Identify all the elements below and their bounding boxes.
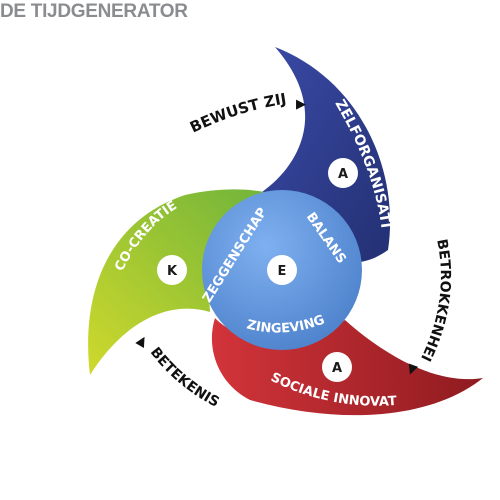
svg-text:A: A [332,361,342,376]
blade-blue [262,47,391,263]
badge-green: K [157,255,187,285]
arrow-top-icon: ▶ [296,97,306,112]
badge-blue: A [328,158,358,188]
blade-green [88,189,291,375]
badge-red: A [322,352,352,382]
arrow-bottom-left-icon: ▶ [133,333,151,349]
badge-center: E [267,255,297,285]
page-title: DE TIJDGENERATOR [0,1,188,22]
outer-label-bewust-zijn: BEWUST ZIJN [0,0,288,137]
arrow-right-icon: ▶ [403,363,421,378]
svg-text:K: K [167,264,178,279]
svg-text:E: E [278,264,287,279]
svg-text:A: A [338,167,348,182]
outer-label-betekenis: BETEKENIS [147,345,222,411]
